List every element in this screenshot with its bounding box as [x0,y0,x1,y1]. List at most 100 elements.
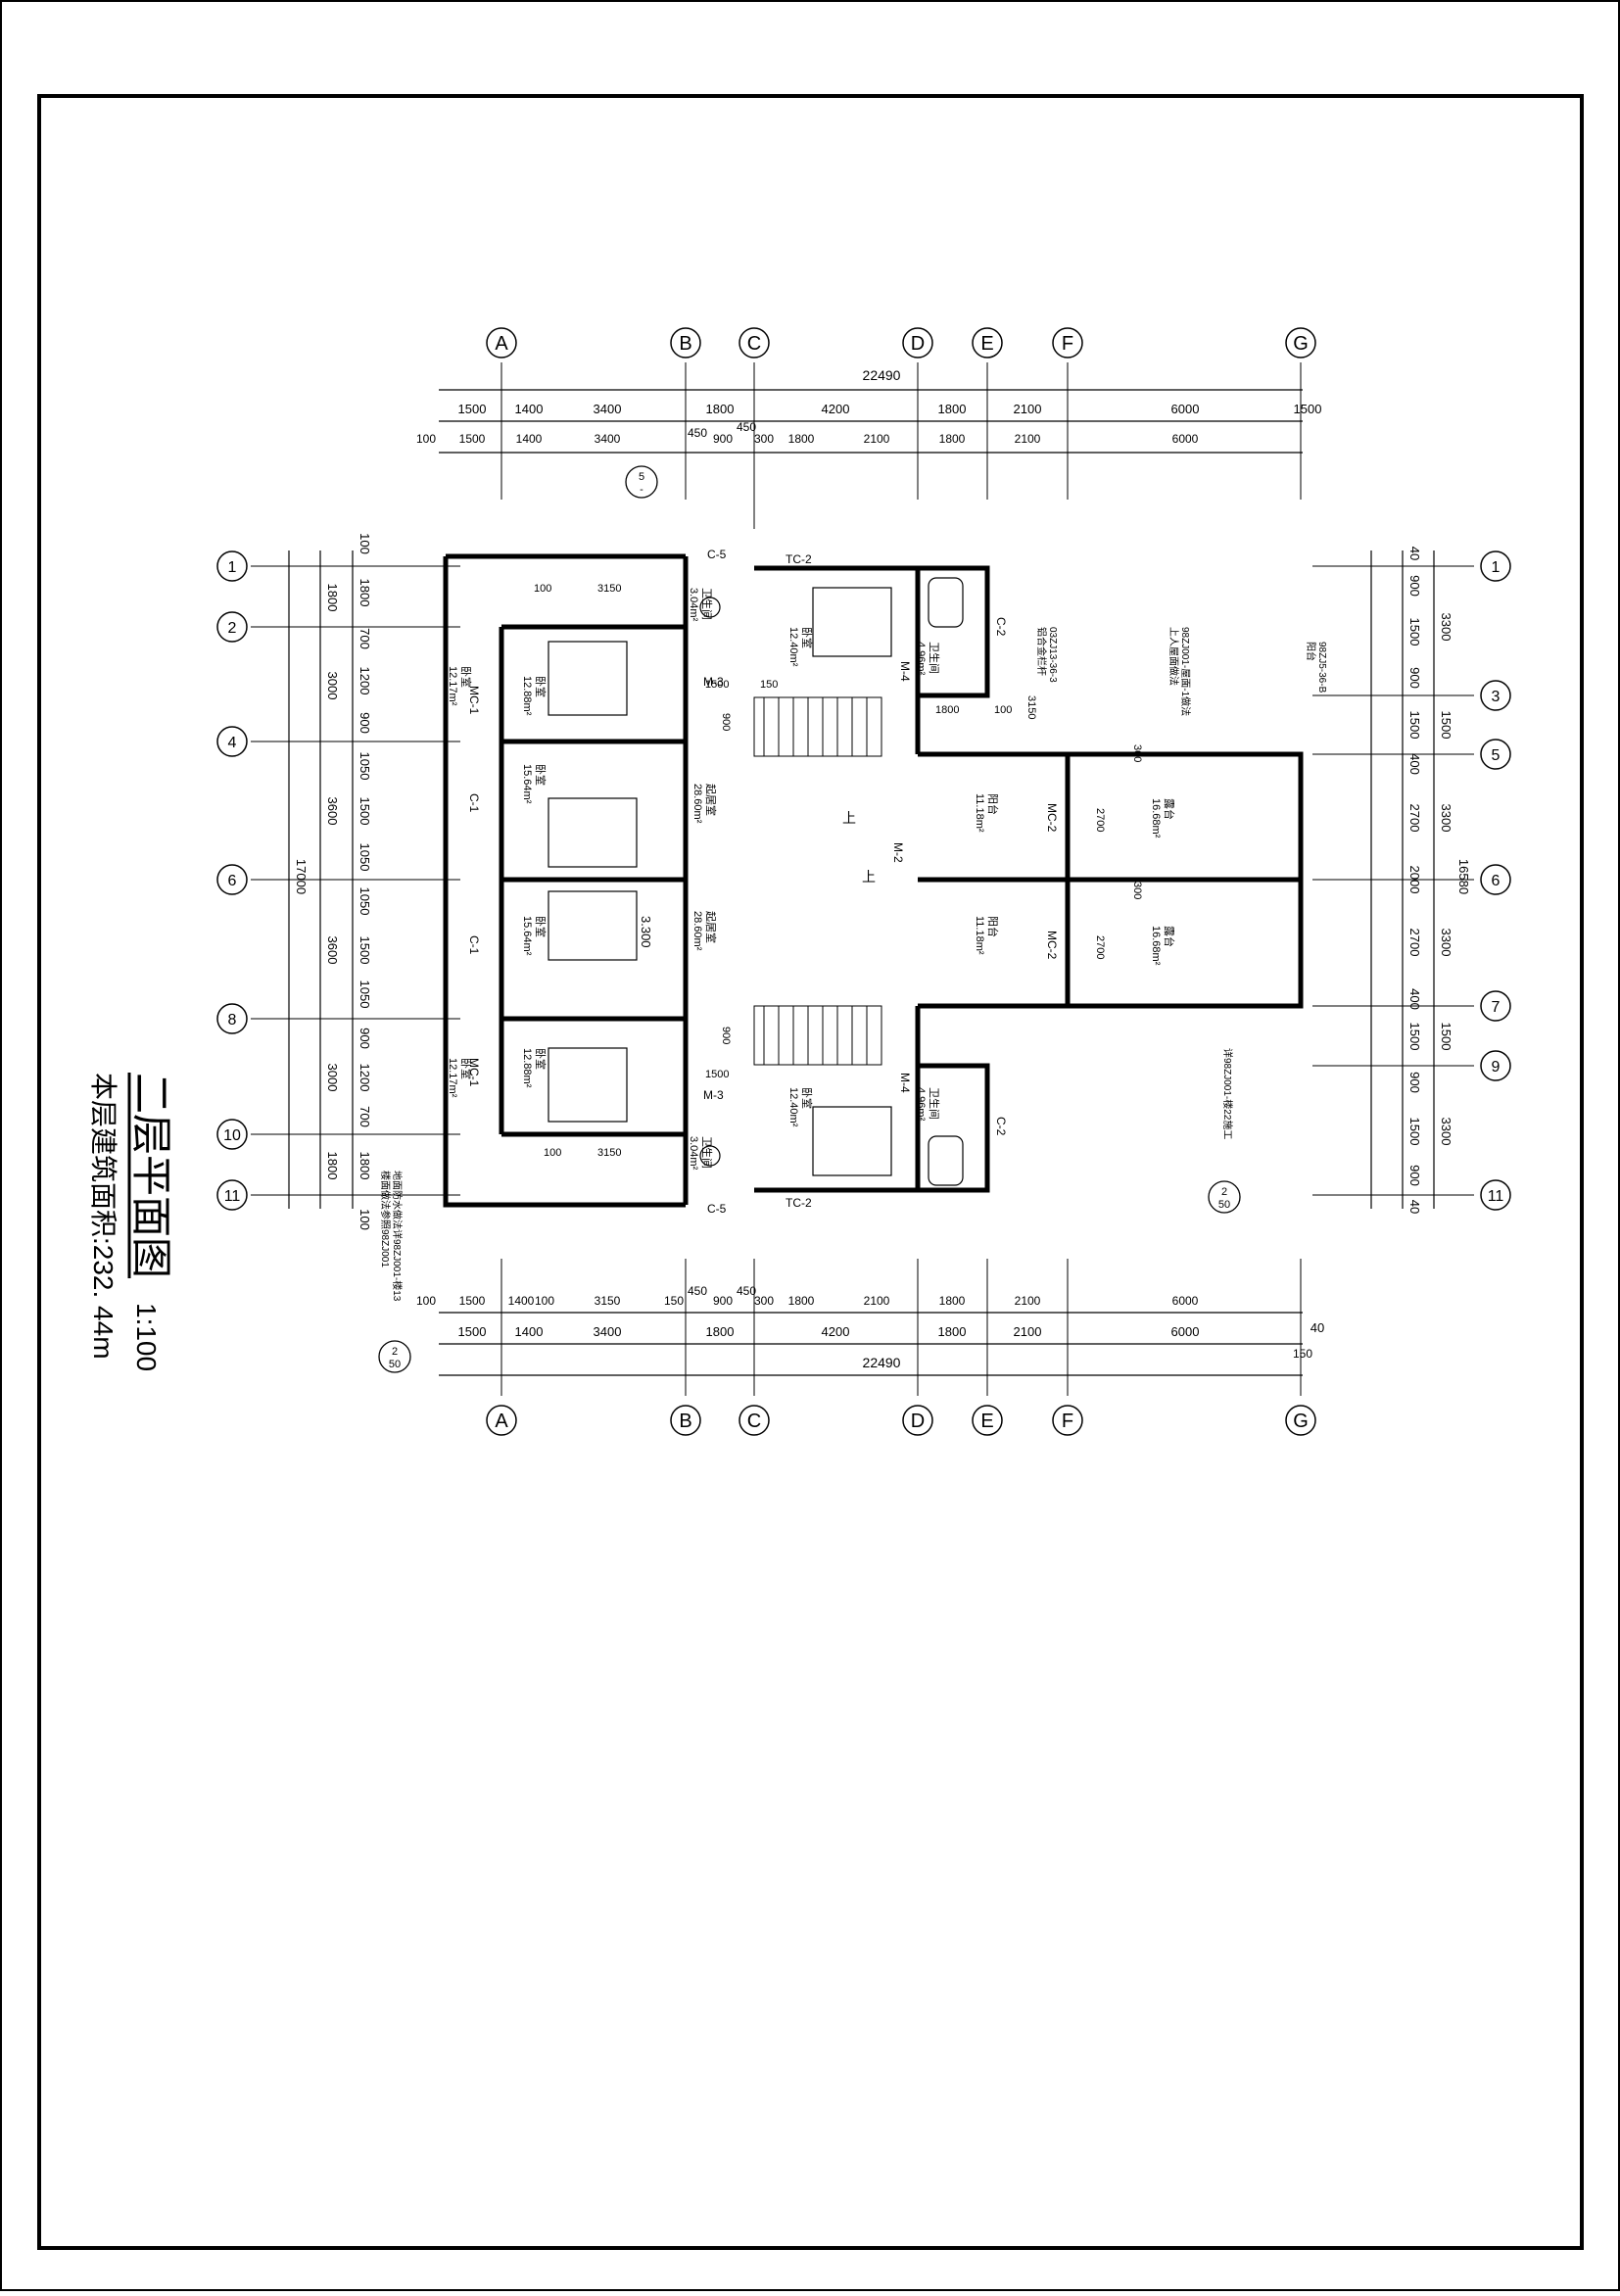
stairs [753,696,882,1066]
svg-text:1800: 1800 [706,1324,735,1339]
svg-text:3.04m²: 3.04m² [688,1136,699,1171]
svg-text:1050: 1050 [357,981,372,1009]
svg-text:3300: 3300 [1439,804,1453,833]
svg-text:2700: 2700 [1094,808,1106,832]
dim-top-total: 22490 [863,367,901,383]
svg-text:1500: 1500 [705,1069,729,1080]
svg-text:40: 40 [1310,1320,1324,1335]
svg-text:1800: 1800 [325,1152,340,1180]
svg-text:5: 5 [1492,747,1501,764]
walls [443,553,1304,1208]
svg-text:15.64m²: 15.64m² [521,916,533,956]
svg-text:B: B [679,1411,691,1432]
svg-text:1050: 1050 [357,843,372,872]
notes: 铝合金栏杆 03ZJ13-36-3 上人屋面做法 98ZJ001-屋面-1做法 … [379,627,1327,1302]
svg-text:40: 40 [1407,547,1422,560]
opening-labels: C-5 TC-2 C-2 M-3 M-4 MC-1 C-1 M-2 MC-2 C… [467,548,1059,1216]
svg-text:阳台: 阳台 [986,916,1000,937]
svg-text:12.88m²: 12.88m² [521,1048,533,1088]
svg-text:12.17m²: 12.17m² [447,666,458,706]
svg-text:D: D [911,1411,925,1432]
svg-text:卫生间: 卫生间 [700,588,714,620]
svg-text:450: 450 [737,1284,756,1298]
svg-text:1800: 1800 [325,584,340,612]
svg-text:12.88m²: 12.88m² [521,676,533,716]
svg-text:28.60m²: 28.60m² [691,784,703,824]
axis-bubbles-left [216,550,248,1211]
svg-text:D: D [911,333,925,355]
svg-text:3400: 3400 [594,402,622,416]
svg-text:3000: 3000 [325,1064,340,1092]
svg-text:3150: 3150 [597,583,621,595]
svg-text:3150: 3150 [1025,695,1037,719]
svg-text:A: A [495,333,508,355]
svg-text:M-4: M-4 [898,661,912,682]
svg-text:900: 900 [1407,575,1422,597]
svg-text:1500: 1500 [1407,711,1422,740]
svg-text:3400: 3400 [594,1324,622,1339]
svg-text:1500: 1500 [1407,1118,1422,1146]
svg-text:12.17m²: 12.17m² [447,1058,458,1098]
svg-text:150: 150 [664,1294,684,1308]
svg-text:150: 150 [760,679,778,691]
axis-bubbles-top [486,327,1316,359]
svg-text:E: E [980,1411,993,1432]
svg-text:1500: 1500 [1294,402,1322,416]
dim-bottom-total: 22490 [863,1355,901,1370]
svg-text:16.68m²: 16.68m² [1150,926,1162,966]
axis-labels-bottom: A B C D E F G [495,1411,1308,1432]
svg-text:3150: 3150 [595,1294,621,1308]
svg-text:4.96m²: 4.96m² [915,1087,927,1122]
svg-text:450: 450 [688,1284,707,1298]
axis-labels-top: A B C D E F G [495,333,1308,355]
svg-text:1200: 1200 [357,667,372,695]
svg-text:1800: 1800 [357,579,372,607]
dim-bottom-extra: 150 [1293,1347,1312,1361]
svg-text:10: 10 [223,1127,241,1144]
svg-text:1: 1 [228,559,237,576]
svg-text:12.40m²: 12.40m² [787,1087,799,1127]
svg-text:MC-2: MC-2 [1045,803,1059,833]
svg-text:TC-2: TC-2 [786,1196,812,1210]
svg-text:6000: 6000 [1171,1324,1200,1339]
svg-text:100: 100 [994,704,1012,716]
svg-text:卧室: 卧室 [459,1058,473,1079]
svg-text:MC-1: MC-1 [467,1058,481,1087]
svg-text:100: 100 [357,533,372,554]
svg-text:300: 300 [1131,744,1143,762]
svg-text:卧室: 卧室 [800,627,814,648]
axis-labels-left: 1 2 4 6 8 10 11 [223,559,241,1205]
dim-bottom-row2: 1500 1400 3400 1800 4200 1800 2100 6000 … [458,1320,1325,1339]
svg-text:上: 上 [842,810,856,826]
bathroom-fixtures [699,577,964,1186]
svg-text:50: 50 [1218,1199,1230,1211]
svg-text:F: F [1062,333,1073,355]
svg-text:卧室: 卧室 [534,764,548,786]
drawing-title: 二层平面图 [128,1073,174,1278]
svg-text:卧室: 卧室 [534,1048,548,1070]
svg-text:3000: 3000 [325,672,340,700]
svg-text:铝合金栏杆: 铝合金栏杆 [1035,627,1048,676]
svg-text:3600: 3600 [325,936,340,965]
svg-text:4.96m²: 4.96m² [915,642,927,676]
svg-text:2700: 2700 [1094,935,1106,959]
title-block: 二层平面图 1:100 本层建筑面积:232. 44m [88,1073,174,1371]
svg-text:7: 7 [1492,999,1501,1016]
svg-text:F: F [1062,1411,1073,1432]
svg-text:2100: 2100 [1015,432,1041,446]
svg-text:11.18m²: 11.18m² [974,916,985,955]
stair-labels: 上 上 [842,810,876,885]
grid-lines [251,362,1474,1396]
svg-text:2100: 2100 [1014,1324,1042,1339]
svg-text:300: 300 [754,1294,774,1308]
svg-text:17000: 17000 [294,859,309,894]
svg-text:1500: 1500 [357,797,372,826]
svg-text:露台: 露台 [1163,926,1176,947]
svg-text:B: B [679,333,691,355]
svg-text:1050: 1050 [357,887,372,916]
svg-text:1400: 1400 [515,1324,544,1339]
svg-text:2700: 2700 [1407,804,1422,833]
svg-text:1500: 1500 [1407,618,1422,646]
svg-text:400: 400 [1407,988,1422,1010]
